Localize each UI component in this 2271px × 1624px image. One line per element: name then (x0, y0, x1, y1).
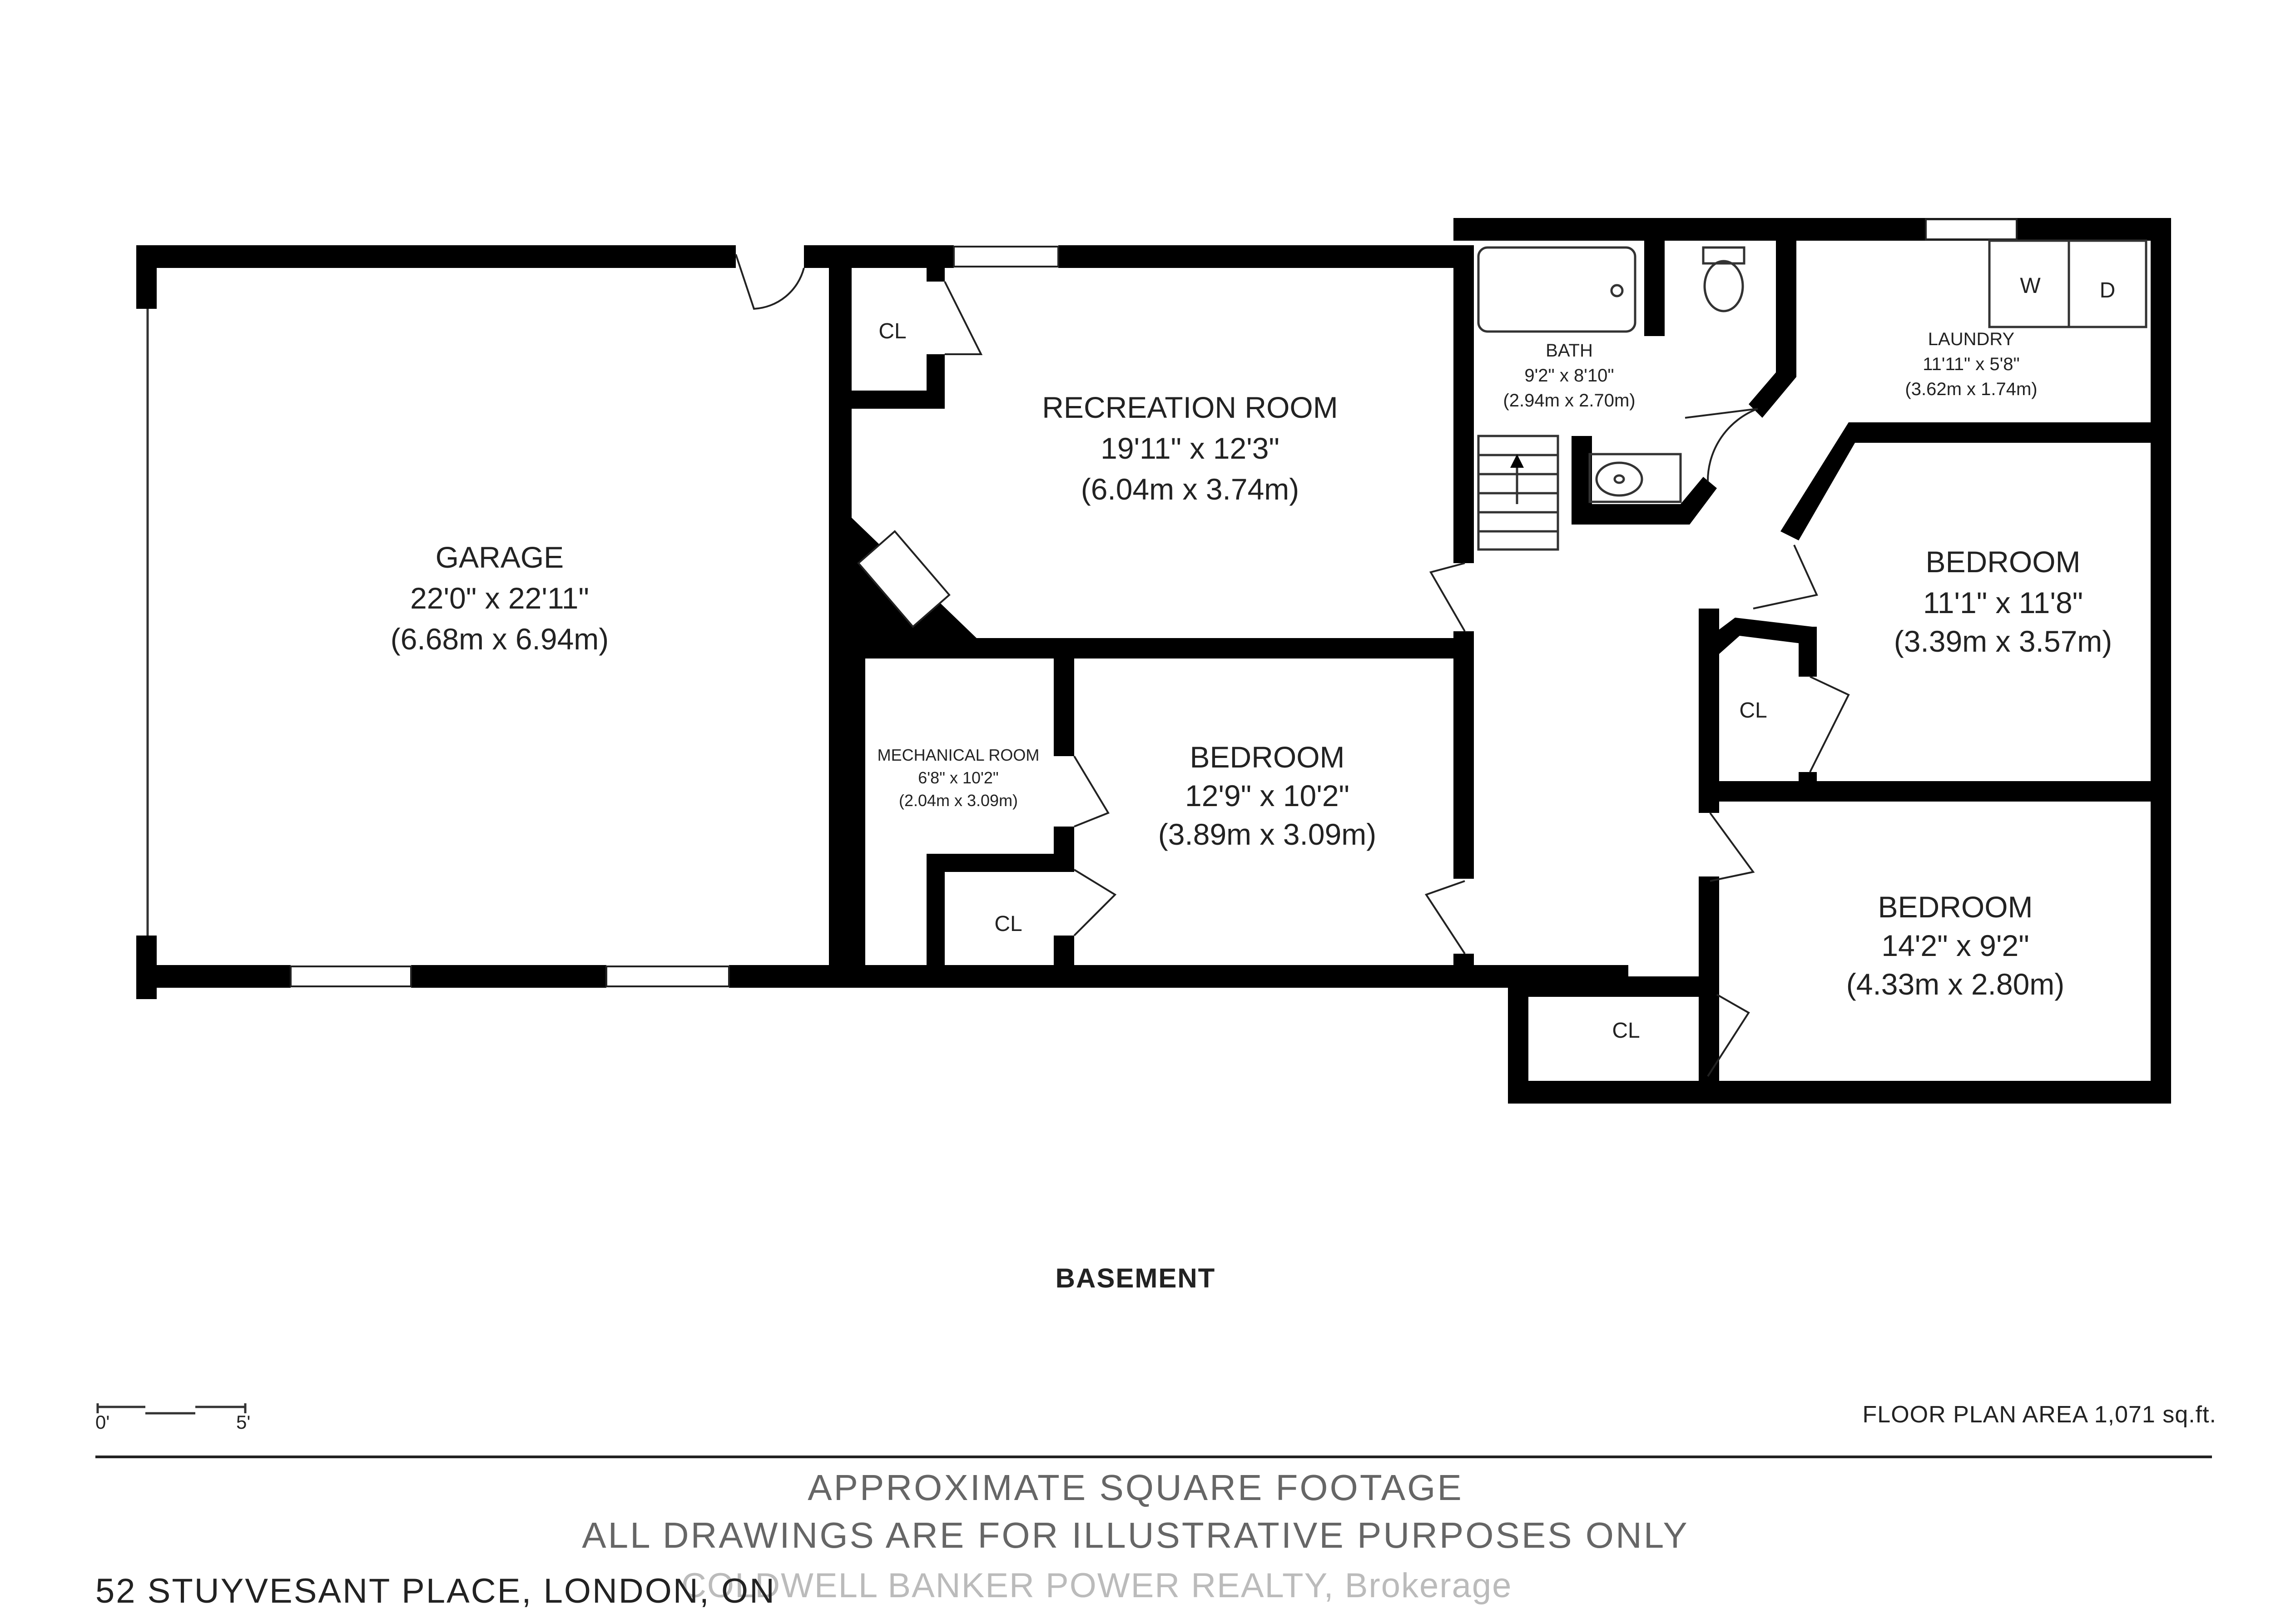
bedroom-center-name: BEDROOM (1190, 740, 1344, 774)
garage-name: GARAGE (436, 540, 564, 574)
sink (1595, 461, 1643, 497)
dryer-label: D (2100, 278, 2116, 302)
sink-drain (1613, 474, 1625, 484)
bath-imperial: 9'2" x 8'10" (1524, 366, 1614, 386)
laundry-imperial: 11'11" x 5'8" (1923, 354, 2019, 374)
bedroom-ne-name: BEDROOM (1925, 545, 2080, 579)
closet-se-door-swing (1707, 994, 1750, 1077)
laundry-metric: (3.62m x 1.74m) (1905, 379, 2037, 399)
scale-bar (96, 1403, 247, 1415)
closet-label-ne: CL (1739, 698, 1767, 723)
recreation-name: RECREATION ROOM (1042, 391, 1338, 424)
bedroom-se-name: BEDROOM (1878, 890, 2033, 924)
recreation-label: RECREATION ROOM 19'11" x 12'3" (6.04m x … (1042, 391, 1338, 506)
garage-windows (290, 965, 730, 987)
closet-center-door-swing (1073, 869, 1117, 936)
toilet-tank (1702, 246, 1745, 265)
closet-ne-door-swing (1809, 676, 1850, 772)
bath-name: BATH (1546, 341, 1593, 361)
toilet-bowl (1703, 260, 1744, 312)
bathtub-drain (1610, 284, 1624, 297)
floor-area: FLOOR PLAN AREA 1,071 sq.ft. (1862, 1401, 2216, 1428)
bedroom-se-door-swing (1709, 812, 1755, 882)
bedroom-ne-label: BEDROOM 11'1" x 11'8" (3.39m x 3.57m) (1894, 545, 2112, 658)
disclaimer-line-1: APPROXIMATE SQUARE FOOTAGE (808, 1467, 1463, 1508)
bedroom-center-imperial: 12'9" x 10'2" (1185, 779, 1349, 812)
mechanical-name: MECHANICAL ROOM (878, 746, 1040, 764)
bedroom-se-metric: (4.33m x 2.80m) (1846, 967, 2065, 1001)
stairs (1477, 435, 1559, 551)
bedroom-ne-imperial: 11'1" x 11'8" (1923, 586, 2083, 619)
scale-end-label: 5' (236, 1411, 251, 1433)
garage-metric: (6.68m x 6.94m) (391, 622, 609, 656)
mechanical-metric: (2.04m x 3.09m) (899, 791, 1018, 810)
bedroom-se-imperial: 14'2" x 9'2" (1881, 929, 2029, 962)
garage-walls (136, 245, 1628, 999)
scale-start-label: 0' (95, 1411, 110, 1433)
garage-imperial: 22'0" x 22'11" (410, 581, 589, 615)
laundry-label: LAUNDRY 11'11" x 5'8" (3.62m x 1.74m) (1905, 329, 2037, 399)
laundry-name: LAUNDRY (1928, 329, 2014, 349)
recreation-imperial: 19'11" x 12'3" (1101, 431, 1279, 465)
recreation-door-swing (1429, 562, 1466, 632)
disclaimer-line-2: ALL DRAWINGS ARE FOR ILLUSTRATIVE PURPOS… (582, 1515, 1689, 1555)
east-walls (1453, 218, 2171, 1104)
fireplace-hearth (857, 530, 951, 628)
bedroom-center-label: BEDROOM 12'9" x 10'2" (3.89m x 3.09m) (1158, 740, 1377, 851)
vanity (1588, 453, 1682, 503)
mechanical-label: MECHANICAL ROOM 6'8" x 10'2" (2.04m x 3.… (878, 746, 1040, 810)
bedroom-ne-metric: (3.39m x 3.57m) (1894, 624, 2112, 658)
property-address: 52 STUYVESANT PLACE, LONDON, ON (95, 1572, 776, 1610)
bedroom-center-door-swing (1424, 880, 1466, 955)
bathtub (1477, 246, 1636, 333)
bath-label: BATH 9'2" x 8'10" (2.94m x 2.70m) (1503, 341, 1635, 411)
bath-metric: (2.94m x 2.70m) (1503, 391, 1635, 411)
bedroom-ne-door-swing (1753, 545, 1818, 609)
mechanical-door-swing (1073, 755, 1110, 827)
floor-title: BASEMENT (1055, 1263, 1216, 1293)
bath-door-swing (1685, 408, 1758, 482)
laundry-window (1925, 218, 2018, 240)
recreation-window (953, 246, 1059, 267)
closet-label-rec: CL (878, 319, 906, 343)
closet-label-center: CL (994, 912, 1022, 936)
mechanical-imperial: 6'8" x 10'2" (918, 768, 998, 787)
closet-door-swing (944, 281, 983, 355)
center-walls (852, 631, 1474, 972)
bedroom-center-metric: (3.89m x 3.09m) (1158, 817, 1377, 851)
garage-label: GARAGE 22'0" x 22'11" (6.68m x 6.94m) (391, 540, 609, 656)
bedroom-se-label: BEDROOM 14'2" x 9'2" (4.33m x 2.80m) (1846, 890, 2065, 1001)
footer-rule (95, 1456, 2212, 1458)
garage-door-swing (735, 254, 805, 310)
recreation-metric: (6.04m x 3.74m) (1081, 472, 1299, 506)
brokerage-watermark: COLDWELL BANKER POWER REALTY, Brokerage (681, 1566, 1512, 1605)
closet-label-se: CL (1612, 1019, 1640, 1043)
washer-label: W (2020, 274, 2041, 298)
